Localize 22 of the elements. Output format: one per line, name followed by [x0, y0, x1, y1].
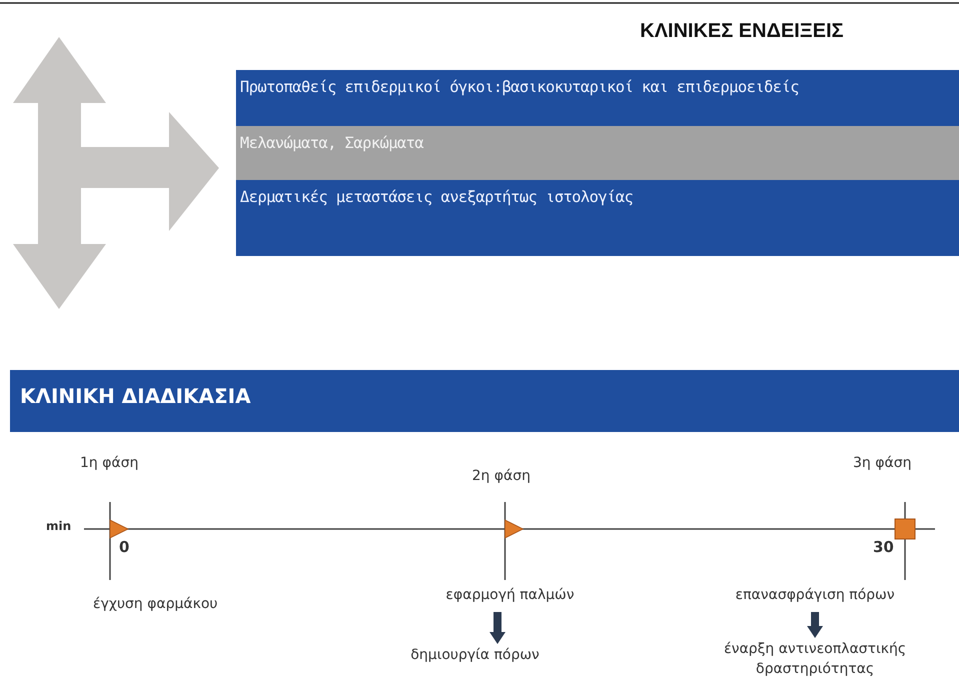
- step-text: έναρξη αντινεοπλαστικής δραστηριότητας: [690, 640, 940, 686]
- section-heading: ΚΛΙΝΙΚΕΣ ΕΝΔΕΙΞΕΙΣ: [640, 20, 844, 43]
- indication-bar: [236, 70, 959, 126]
- phase-label: 3η φάση: [853, 455, 912, 471]
- indication-text: Πρωτοπαθείς επιδερμικοί όγκοι:βασικοκυταρικοί και επιδερμοειδείς: [240, 78, 799, 96]
- section-band: [10, 370, 959, 432]
- section-heading: ΚΛΙΝΙΚΗ ΔΙΑΔΙΚΑΣΙΑ: [20, 384, 251, 408]
- step-text: έγχυση φαρμάκου: [93, 596, 218, 612]
- indication-text: Δερματικές μεταστάσεις ανεξαρτήτως ιστολογίας: [240, 188, 633, 206]
- phase-label: 1η φάση: [80, 455, 138, 471]
- step-text: δημιουργία πόρων: [375, 646, 575, 670]
- indication-bar: [236, 180, 959, 256]
- step-text: επανασφράγιση πόρων: [695, 586, 935, 610]
- step-text: εφαρμογή παλμών: [420, 586, 600, 610]
- block-arrow: [490, 612, 506, 644]
- indication-bar: [236, 126, 959, 180]
- tick-label: 30: [873, 538, 894, 556]
- phase-label: 2η φάση: [472, 468, 530, 484]
- tick-label: 0: [119, 538, 130, 556]
- indication-text: Μελανώματα, Σαρκώματα: [240, 134, 424, 152]
- block-arrow: [807, 612, 823, 638]
- axis-unit: min: [46, 519, 72, 533]
